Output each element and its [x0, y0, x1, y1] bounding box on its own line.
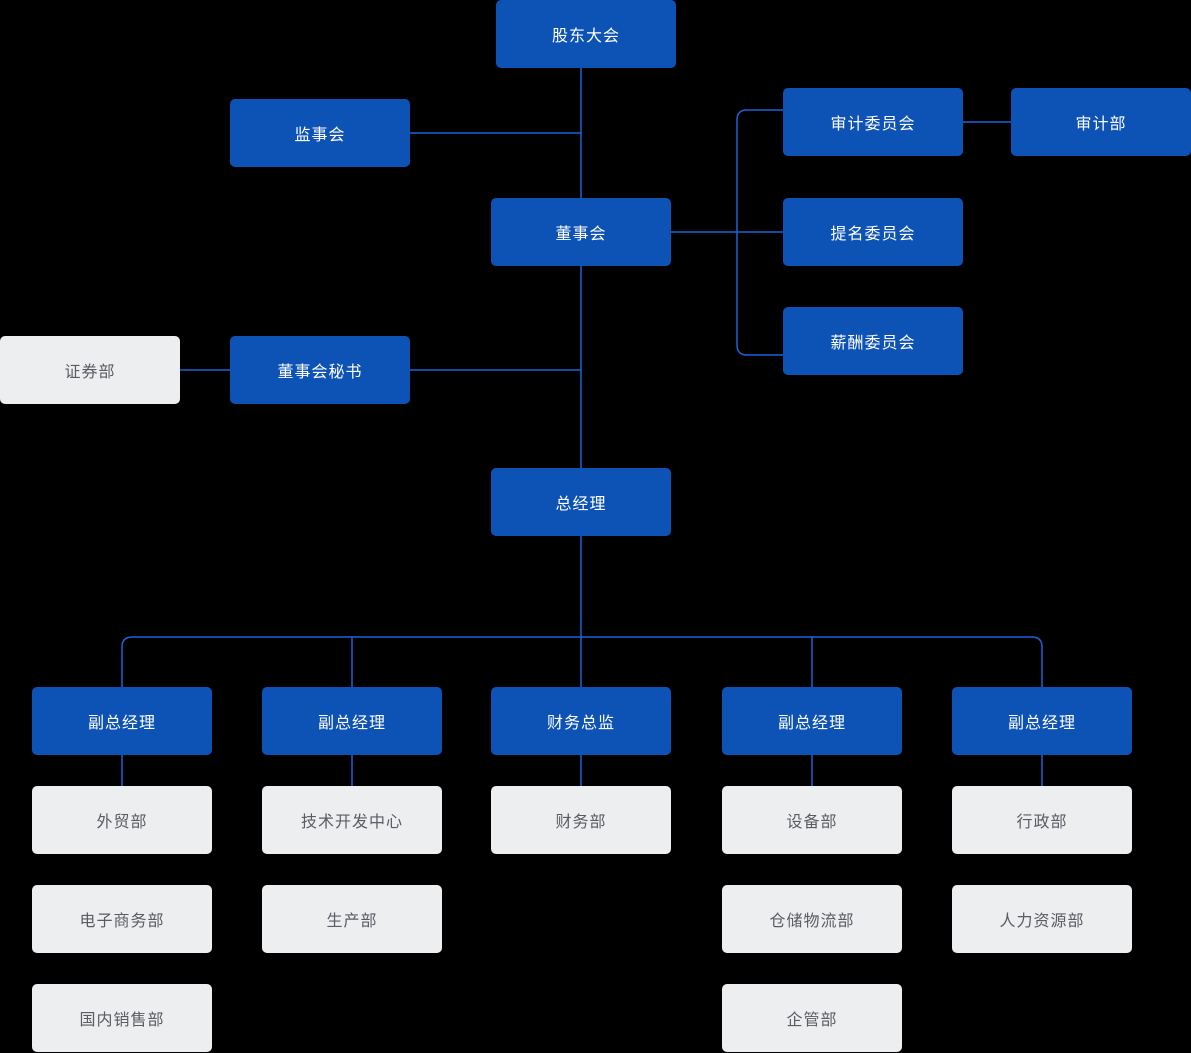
org-node-deputy-general-manager-2[interactable]: 副总经理: [262, 687, 442, 755]
org-node-domestic-sales-department[interactable]: 国内销售部: [32, 984, 212, 1052]
org-node-warehouse-logistics-department[interactable]: 仓储物流部: [722, 885, 902, 953]
edge-committee-bracket: [736, 109, 783, 356]
org-node-deputy-general-manager-1[interactable]: 副总经理: [32, 687, 212, 755]
org-node-enterprise-management-department[interactable]: 企管部: [722, 984, 902, 1052]
org-node-equipment-department[interactable]: 设备部: [722, 786, 902, 854]
org-node-hr-department[interactable]: 人力资源部: [952, 885, 1132, 953]
org-node-board-secretary[interactable]: 董事会秘书: [230, 336, 410, 404]
edge-bottom-bus: [121, 636, 1043, 687]
org-node-deputy-general-manager-3[interactable]: 副总经理: [722, 687, 902, 755]
org-node-supervisory-board[interactable]: 监事会: [230, 99, 410, 167]
org-node-production-department[interactable]: 生产部: [262, 885, 442, 953]
org-node-audit-committee[interactable]: 审计委员会: [783, 88, 963, 156]
org-node-ecommerce-department[interactable]: 电子商务部: [32, 885, 212, 953]
org-node-foreign-trade-department[interactable]: 外贸部: [32, 786, 212, 854]
org-node-general-manager[interactable]: 总经理: [491, 468, 671, 536]
org-node-finance-department[interactable]: 财务部: [491, 786, 671, 854]
org-node-shareholders-meeting[interactable]: 股东大会: [496, 0, 676, 68]
org-node-board-of-directors[interactable]: 董事会: [491, 198, 671, 266]
org-node-deputy-general-manager-4[interactable]: 副总经理: [952, 687, 1132, 755]
org-node-securities-department[interactable]: 证券部: [0, 336, 180, 404]
org-node-nomination-committee[interactable]: 提名委员会: [783, 198, 963, 266]
org-node-administration-department[interactable]: 行政部: [952, 786, 1132, 854]
org-node-finance-director[interactable]: 财务总监: [491, 687, 671, 755]
org-node-tech-development-center[interactable]: 技术开发中心: [262, 786, 442, 854]
org-node-remuneration-committee[interactable]: 薪酬委员会: [783, 307, 963, 375]
org-node-audit-department[interactable]: 审计部: [1011, 88, 1191, 156]
